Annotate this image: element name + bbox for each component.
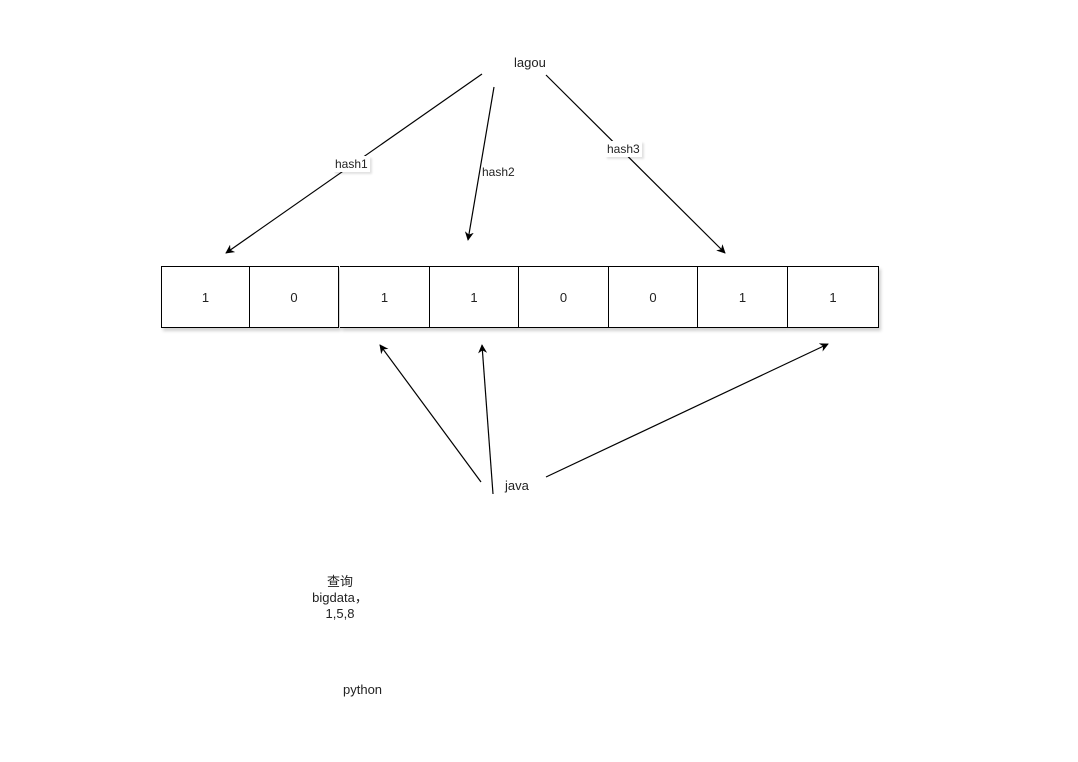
bit-cell-6: 0 [609, 266, 698, 328]
arrow-lagou-hash2 [464, 86, 495, 241]
bit-cell-8: 1 [788, 266, 879, 328]
bit-cell-2: 0 [250, 266, 339, 328]
arrow-java-bit4 [478, 344, 494, 495]
edge-label-hash3: hash3 [605, 141, 642, 157]
bit-cell-5: 0 [519, 266, 609, 328]
node-python: python [343, 682, 383, 697]
node-lagou: lagou [514, 55, 546, 70]
bit-cell-7: 1 [698, 266, 788, 328]
node-java: java [505, 478, 529, 493]
bit-cell-4: 1 [430, 266, 519, 328]
arrow-lagou-hash3 [545, 74, 726, 254]
arrow-java-bit3 [379, 344, 482, 483]
query-note: 查询 bigdata， 1,5,8 [312, 574, 368, 621]
edge-label-hash1: hash1 [333, 156, 370, 172]
arrow-java-bit8 [545, 343, 829, 478]
bit-cell-1: 1 [161, 266, 250, 328]
bit-cell-3: 1 [340, 266, 430, 328]
edge-label-hash2: hash2 [482, 165, 515, 179]
